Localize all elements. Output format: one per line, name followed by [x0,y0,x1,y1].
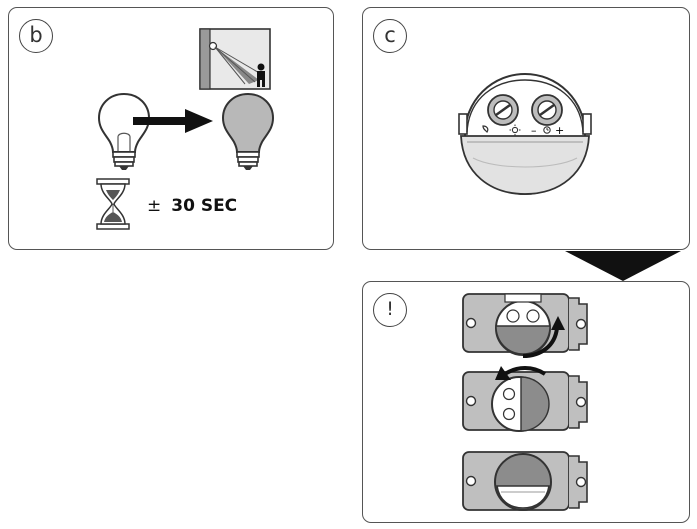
bulb-on-icon [221,92,275,170]
hourglass-icon [96,178,130,230]
sensor-step-2-illustration [462,366,588,432]
panel-b-badge: b [19,19,53,53]
panel-caution-badge: ! [373,293,407,327]
dial-plus-label: + [555,124,564,137]
arrow-right-icon [133,109,213,133]
dial-minus-label: – [531,124,537,137]
panel-c-badge: c [373,19,407,53]
panel-b: b ±30 S [8,7,334,250]
panel-c: c – + [362,7,690,250]
timer-duration: ±30 SEC [147,196,237,216]
sensor-step-1-illustration [462,293,588,358]
panel-caution: ! [362,281,690,523]
plus-minus-symbol: ± [147,196,162,216]
timer-label: 30 SEC [171,196,238,216]
motion-detection-scene-icon [199,28,271,90]
sensor-dial-unit-illustration: – + [458,73,592,195]
down-arrow-triangle [565,251,681,281]
sensor-step-3-illustration [462,451,588,511]
bulb-off-icon [97,92,151,170]
